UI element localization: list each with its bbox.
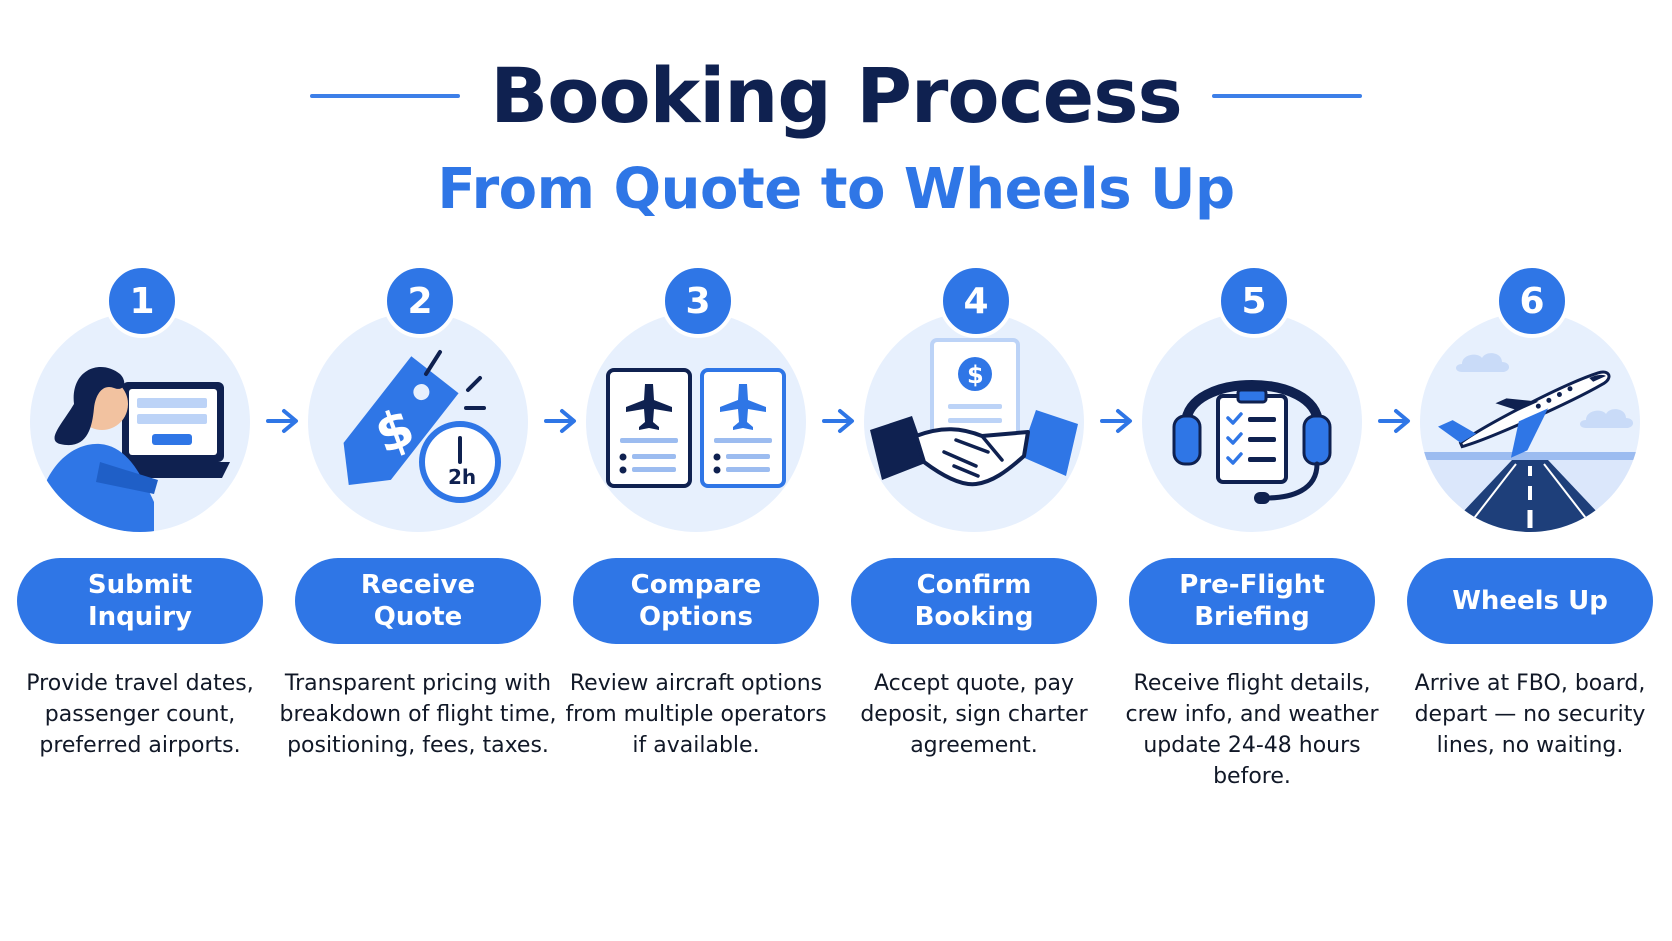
headset-checklist-icon — [1172, 380, 1332, 504]
step-description: Accept quote, pay deposit, sign charter … — [860, 671, 1088, 758]
handshake-document-icon: $ — [870, 338, 1078, 487]
title-right-rule — [1211, 94, 1362, 98]
step-number-badge: 3 — [661, 264, 735, 338]
step-illustration — [30, 312, 250, 532]
header: Booking Process From Quote to Wheels Up — [0, 0, 1672, 240]
step-label: Pre-Flight Briefing — [1129, 558, 1375, 644]
step-description: Transparent pricing with breakdown of fl… — [279, 671, 557, 758]
title-row: Booking Process — [0, 58, 1672, 134]
step-description: Receive flight details, crew info, and w… — [1125, 671, 1379, 789]
price-tag-clock-icon: $ 2h — [343, 350, 501, 503]
step-label: Submit Inquiry — [17, 558, 263, 644]
arrow-right-icon — [266, 408, 300, 434]
page-title: Booking Process — [490, 51, 1182, 140]
step-description: Arrive at FBO, board, depart — no securi… — [1414, 671, 1646, 758]
step-1: 1 Submit Inquiry Provide travel dates, p… — [0, 262, 280, 822]
step-label: Receive Quote — [295, 558, 541, 644]
title-left-rule — [310, 94, 461, 98]
step-label: Compare Options — [573, 558, 819, 644]
step-illustration — [586, 312, 806, 532]
step-number-badge: 6 — [1495, 264, 1569, 338]
step-2: $ 2h 2 Receive Quote Transparent pricing… — [278, 262, 558, 822]
page-subtitle: From Quote to Wheels Up — [437, 157, 1235, 222]
step-description: Review aircraft options from multiple op… — [565, 671, 827, 758]
step-3: 3 Compare Options Review aircraft option… — [556, 262, 836, 822]
arrow-right-icon — [1100, 408, 1134, 434]
person-laptop-icon — [36, 366, 230, 532]
step-number-badge: 4 — [939, 264, 1013, 338]
step-illustration: $ 2h — [308, 312, 528, 532]
step-illustration — [1420, 312, 1640, 532]
clock-duration-label: 2h — [448, 465, 476, 489]
jet-runway-icon — [1420, 353, 1640, 532]
arrow-right-icon — [822, 408, 856, 434]
step-number-badge: 2 — [383, 264, 457, 338]
svg-text:$: $ — [967, 361, 984, 389]
step-description: Provide travel dates, passenger count, p… — [26, 671, 254, 758]
arrow-right-icon — [544, 408, 578, 434]
step-4: $ 4 Confirm Booking Accept quote, pay de… — [834, 262, 1114, 822]
aircraft-cards-icon — [606, 368, 786, 488]
step-number-badge: 1 — [105, 264, 179, 338]
step-number-badge: 5 — [1217, 264, 1291, 338]
step-5: 5 Pre-Flight Briefing Receive flight det… — [1112, 262, 1392, 822]
step-label: Wheels Up — [1407, 558, 1653, 644]
step-label: Confirm Booking — [851, 558, 1097, 644]
arrow-right-icon — [1378, 408, 1412, 434]
step-6: 6 Wheels Up Arrive at FBO, board, depart… — [1390, 262, 1670, 822]
step-illustration — [1142, 312, 1362, 532]
step-illustration: $ — [864, 312, 1084, 532]
